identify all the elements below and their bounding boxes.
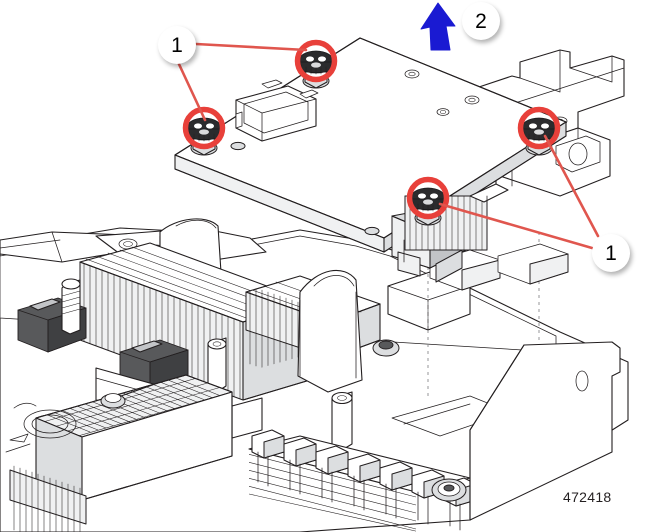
card-socket-frame: [235, 79, 319, 142]
callout-label: 2: [475, 9, 487, 33]
dimm-slot: [347, 453, 381, 511]
callout-1-lower-right: 1: [592, 234, 630, 272]
chassis-standoff-center: [207, 337, 227, 393]
heatsink-front-strip: [9, 465, 87, 532]
captive-screw-rear: [294, 39, 338, 89]
leader-lower-right-to-right-screw: [543, 134, 600, 238]
leader-upper-left-to-left-screw: [176, 60, 207, 122]
dimm-slot: [315, 445, 349, 503]
card-via: [364, 226, 380, 236]
lift-direction-arrow: [420, 2, 456, 51]
card-via: [230, 141, 246, 151]
callout-1-upper-left: 1: [158, 26, 196, 64]
captive-screw-left: [182, 106, 226, 156]
leader-upper-left-to-top-screw: [194, 42, 308, 52]
leader-lower-right-to-front-screw: [438, 202, 594, 250]
chassis-boss: [431, 478, 467, 502]
chassis-sidewall: [469, 341, 621, 521]
dimm-slot: [283, 437, 317, 495]
card-via: [436, 108, 450, 116]
captive-screw-front: [406, 176, 450, 226]
chassis-standoff-front: [331, 391, 353, 451]
chassis-post-left: [61, 278, 81, 335]
server-chassis: [0, 218, 629, 532]
card-top-face: [174, 37, 567, 239]
captive-screw-right: [517, 106, 561, 156]
chassis-release-lever: [100, 382, 159, 409]
figure-id-number: 472418: [563, 489, 612, 505]
leader-lines: [176, 42, 600, 250]
card-via: [404, 69, 420, 79]
card-via: [464, 95, 480, 105]
chassis-silkscreen: [5, 402, 77, 453]
callout-label: 1: [605, 241, 617, 265]
callout-label: 1: [171, 33, 183, 57]
captive-screws-group: [182, 39, 561, 226]
callout-2-upper-right: 2: [462, 2, 500, 40]
